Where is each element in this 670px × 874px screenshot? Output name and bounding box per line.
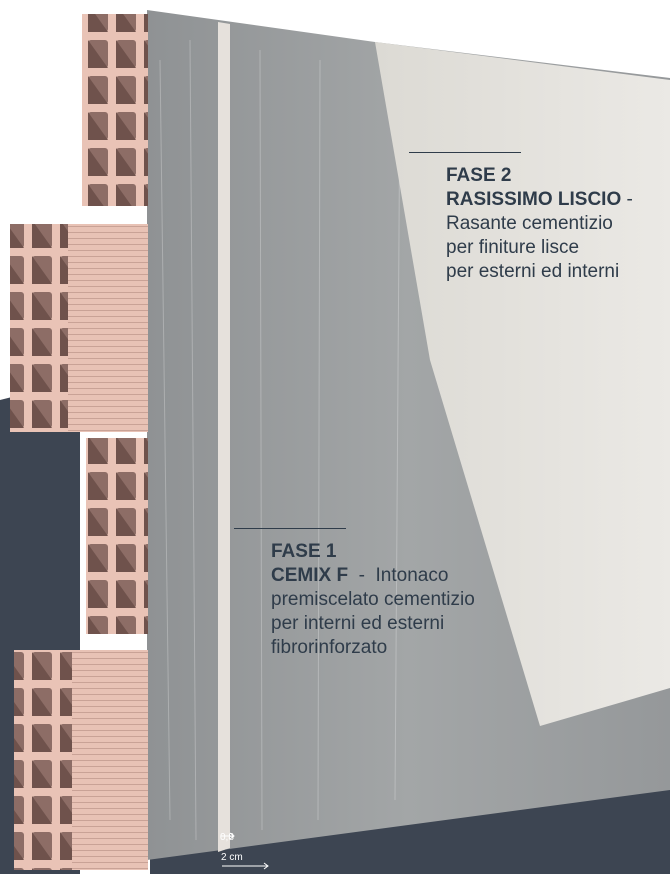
phase1-desc-line-1: premiscelato cementizio	[271, 589, 475, 610]
phase1-desc-line-2: per interni ed esterni	[271, 613, 445, 634]
phase1-title: FASE 1	[271, 541, 337, 562]
phase2-desc-line-1: Rasante cementizio	[446, 213, 613, 234]
phase2-separator: -	[621, 189, 633, 210]
dimension-small-label: 0,8	[220, 832, 234, 843]
phase2-product: RASISSIMO LISCIO	[446, 189, 622, 210]
phase2-product-line: RASISSIMO LISCIO -	[409, 188, 633, 212]
brick-mid-upper-side	[68, 224, 148, 432]
brick-bottom-side	[72, 650, 148, 870]
phase1-product: CEMIX F	[271, 565, 349, 586]
phase2-desc-line-3: per esterni ed interni	[446, 261, 620, 282]
brick-mid-upper-face	[10, 224, 68, 432]
dimension-large-label: 2 cm	[221, 852, 243, 863]
phase2-leader-line	[409, 152, 521, 153]
brick-bottom-face	[14, 650, 72, 870]
phase2-desc-line-2: per finiture lisce	[446, 237, 580, 258]
brick-mid-lower	[86, 438, 148, 634]
brick-top	[82, 14, 148, 206]
mesh-strip	[218, 22, 230, 852]
dimension-arrows	[221, 832, 269, 870]
phase2-label: FASE 2 RASISSIMO LISCIO - Rasante cement…	[409, 152, 633, 284]
phase1-product-line: CEMIX F - Intonaco	[234, 564, 475, 588]
render-texture	[159, 39, 401, 841]
phase1-separator: - Intonaco	[348, 565, 449, 586]
brick-stack	[10, 14, 148, 870]
phase1-desc-line-3: fibrorinforzato	[271, 637, 388, 658]
phase1-leader-line	[234, 528, 346, 529]
phase1-label: FASE 1 CEMIX F - Intonaco premiscelato c…	[234, 528, 475, 660]
finish-coat-layer	[375, 42, 670, 726]
phase2-title: FASE 2	[446, 165, 512, 186]
